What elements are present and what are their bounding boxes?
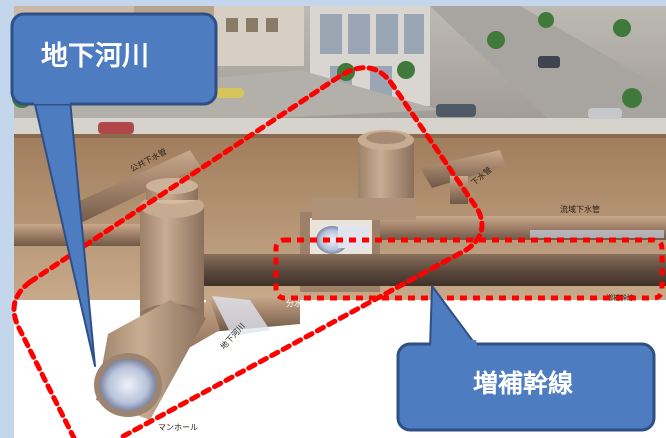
- reinforcement-trunk-pipe: [174, 254, 666, 286]
- public-sewer-pipe: [60, 150, 200, 228]
- underground-river-highlight: [27, 65, 485, 438]
- sewer-pipe-upper-right: [420, 150, 506, 188]
- label-basin-sewer: 流域下水管: [560, 204, 600, 214]
- label-branch-manhole: 分水マンホール: [286, 298, 342, 308]
- callout-reinforcement-trunk-text: 増補幹線: [472, 369, 573, 398]
- reinforcement-trunk-highlight: [273, 237, 665, 301]
- central-manhole-shaft: [312, 130, 416, 220]
- callout-reinforcement-trunk: [396, 285, 656, 432]
- label-manhole: マンホール: [158, 423, 198, 432]
- upper-sewer-pipe-left: [14, 224, 174, 246]
- callout-underground-river-text: 地下河川: [41, 41, 149, 72]
- callout-underground-river: [10, 12, 218, 367]
